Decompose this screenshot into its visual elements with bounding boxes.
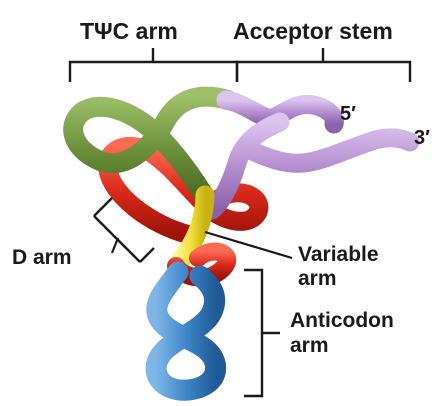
acceptor-stem-label: Acceptor stem	[233, 20, 393, 43]
variable-arm-label-line1: Variable	[298, 244, 379, 265]
d-arm-leader	[112, 238, 118, 253]
anticodon-arm-bracket	[244, 270, 280, 396]
tpsic-arm-label: TΨC arm	[80, 20, 178, 43]
three-prime-end-label: 3′	[414, 128, 430, 148]
anticodon-arm-label-line1: Anticodon	[290, 310, 394, 331]
anticodon-arm-strand	[156, 272, 216, 390]
variable-arm-label-line2: arm	[298, 268, 337, 289]
five-prime-end-label: 5′	[340, 104, 356, 124]
acceptor-stem-bracket	[237, 48, 410, 82]
tpsic-arm-bracket	[70, 48, 237, 82]
d-arm-label: D arm	[12, 247, 72, 268]
anticodon-arm-label-line2: arm	[290, 335, 329, 356]
